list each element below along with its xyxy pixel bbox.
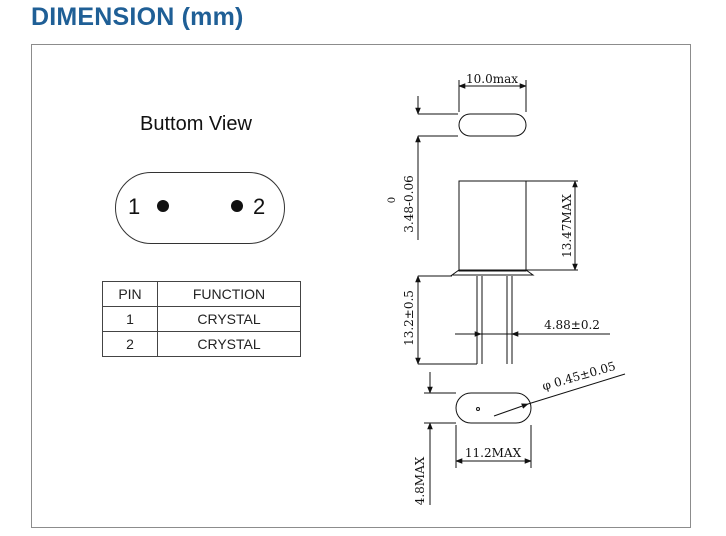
pin-1-dot [157,200,169,212]
cell-pin: 1 [102,306,158,332]
pin-1-label: 1 [128,194,141,219]
page-title: DIMENSION (mm) [31,3,244,31]
table-header-row: PIN FUNCTION [102,281,301,307]
bottom-view-package-outline [115,172,285,244]
dim-body-height: 13.47MAX [560,194,574,258]
cell-function: CRYSTAL [157,331,301,357]
base-view-outline [455,392,532,424]
dim-lead-length: 13.2±0.5 [402,290,416,346]
side-view-body [458,180,527,272]
dim-top-width: 10.0max [466,72,518,86]
pin-function-table: PIN FUNCTION 1 CRYSTAL 2 CRYSTAL [102,281,301,357]
dim-can-offset-sup: 0 [387,197,398,203]
header-function: FUNCTION [157,281,301,307]
dim-base-height: 4.8MAX [413,456,427,505]
drawing-frame [31,44,691,528]
cell-pin: 2 [102,331,158,357]
dim-can-offset: 3.48-0.06 [402,175,416,233]
dim-base-width: 11.2MAX [465,446,522,460]
cell-function: CRYSTAL [157,306,301,332]
table-row: 1 CRYSTAL [102,306,301,332]
table-row: 2 CRYSTAL [102,331,301,357]
dim-lead-pitch: 4.88±0.2 [544,318,600,332]
bottom-view-label: Buttom View [140,113,252,135]
pin-2-dot [231,200,243,212]
top-view-outline [458,113,527,137]
pin-2-label: 2 [253,194,266,219]
